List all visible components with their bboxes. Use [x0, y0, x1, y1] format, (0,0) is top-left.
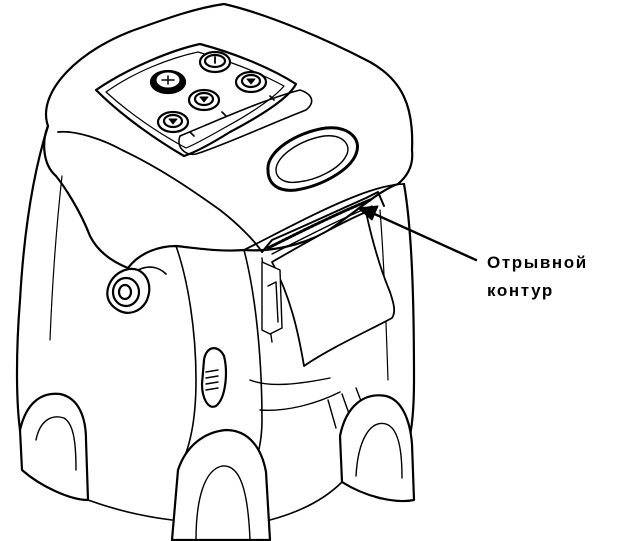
foot-right — [338, 394, 416, 503]
foot-left — [18, 392, 90, 502]
base-edge — [87, 481, 343, 521]
button-feed[interactable] — [149, 69, 187, 95]
button-left[interactable] — [187, 88, 221, 112]
button-power[interactable] — [198, 50, 232, 74]
foot-front — [170, 428, 272, 541]
front-latch — [200, 347, 227, 408]
side-knob — [106, 266, 167, 314]
callout-line-1: Отрывной — [487, 253, 588, 272]
callout-line-2: контур — [487, 281, 554, 300]
paper-guide — [249, 261, 367, 429]
button-up[interactable] — [234, 70, 268, 94]
button-down[interactable] — [156, 110, 190, 134]
tear-bar-callout-label: Отрывной контур — [487, 249, 588, 305]
arrow-icon — [357, 205, 478, 262]
button-tick-marks — [189, 95, 275, 137]
display-window — [266, 126, 359, 192]
